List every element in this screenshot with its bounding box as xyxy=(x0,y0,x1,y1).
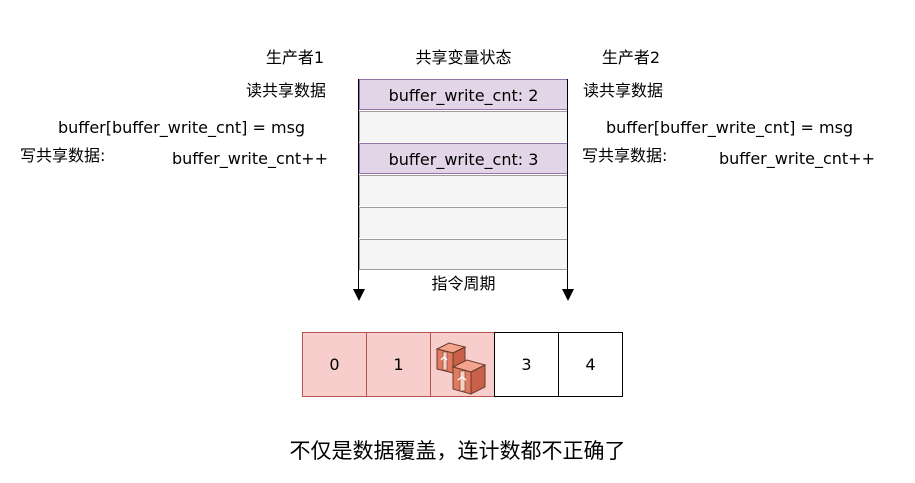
buffer-cell-0: 0 xyxy=(302,332,367,397)
buffer-cell-2 xyxy=(430,332,495,397)
producer1-assign-stmt: buffer[buffer_write_cnt] = msg xyxy=(58,118,306,137)
state-row-6 xyxy=(359,239,568,270)
producer1-increment-stmt: buffer_write_cnt++ xyxy=(172,149,328,168)
buffer-cell-1: 1 xyxy=(366,332,431,397)
state-row-3: buffer_write_cnt: 3 xyxy=(359,143,568,174)
state-row-1: buffer_write_cnt: 2 xyxy=(359,79,568,110)
timeline-line-left xyxy=(358,79,359,290)
state-row-4 xyxy=(359,175,568,206)
producer2-increment-stmt: buffer_write_cnt++ xyxy=(719,149,875,168)
buffer-cell-3: 3 xyxy=(494,332,559,397)
producer2-read-label: 读共享数据 xyxy=(583,81,664,100)
producer1-read-label: 读共享数据 xyxy=(246,81,327,100)
instruction-cycle-label: 指令周期 xyxy=(431,274,496,293)
producer2-write-label: 写共享数据: xyxy=(582,146,668,165)
producer1-title: 生产者1 xyxy=(265,48,325,67)
timeline-line-right xyxy=(567,79,568,290)
diagram-caption: 不仅是数据覆盖，连计数都不正确了 xyxy=(289,439,626,463)
buffer-cell-4: 4 xyxy=(558,332,623,397)
stacked-packages-icon xyxy=(435,342,487,395)
timeline-arrowhead-right xyxy=(562,289,574,301)
state-row-2 xyxy=(359,111,568,142)
timeline-arrowhead-left xyxy=(353,289,365,301)
state-row-5 xyxy=(359,207,568,238)
producer2-assign-stmt: buffer[buffer_write_cnt] = msg xyxy=(606,118,854,137)
state-column-header: 共享变量状态 xyxy=(415,48,512,67)
producer2-title: 生产者2 xyxy=(601,48,661,67)
producer1-write-label: 写共享数据: xyxy=(20,146,106,165)
